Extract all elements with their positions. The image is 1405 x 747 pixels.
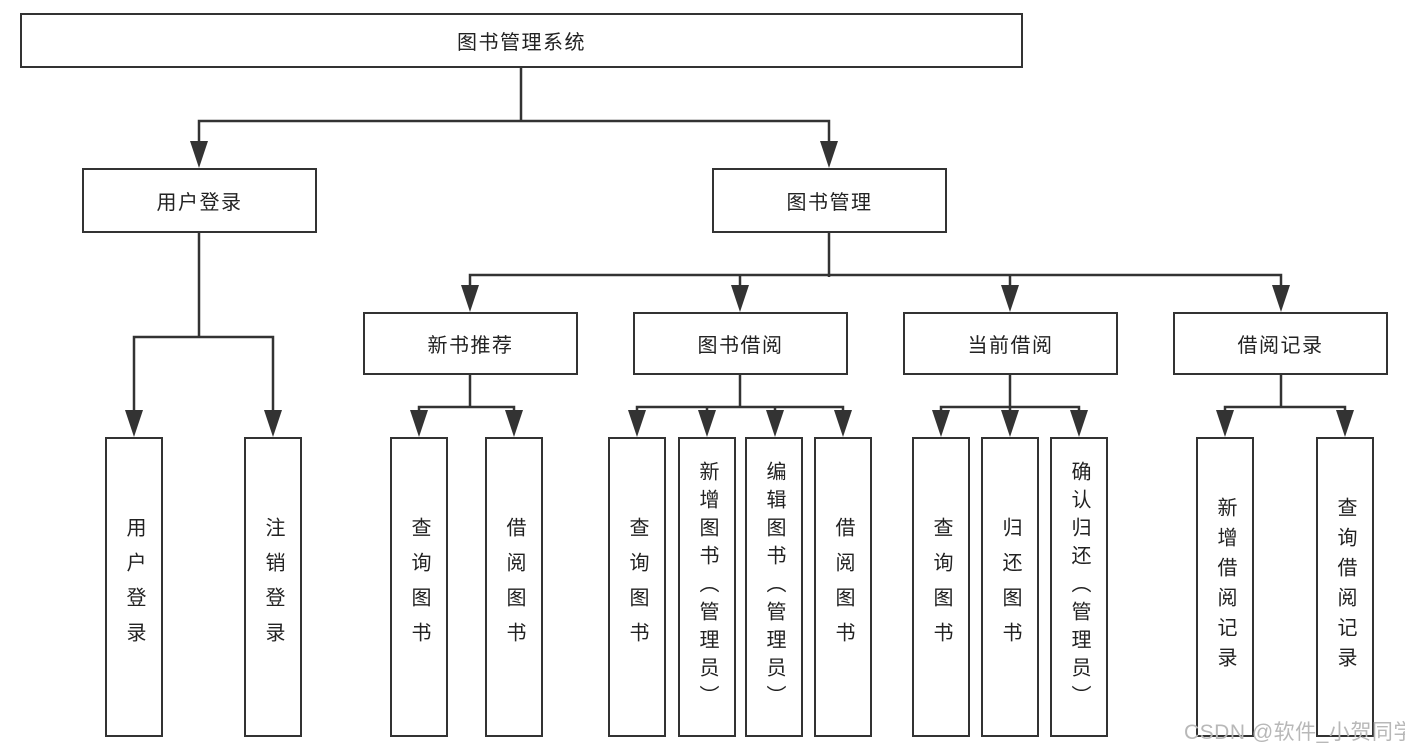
leaf-borrow-books: 借阅图书 (814, 437, 872, 737)
arrowhead-icon (1272, 285, 1290, 312)
node-current-borrowing: 当前借阅 (903, 312, 1118, 375)
leaf-label: 确认归还（管理员） (1068, 461, 1090, 713)
leaf-label: 用户登录 (123, 517, 145, 657)
leaf-return-books: 归还图书 (981, 437, 1039, 737)
leaf-query-borrow-record: 查询借阅记录 (1316, 437, 1374, 737)
node-new-book-recommend: 新书推荐 (363, 312, 578, 375)
arrowhead-icon (505, 410, 523, 437)
arrowhead-icon (1001, 410, 1019, 437)
leaf-label: 查询借阅记录 (1334, 497, 1356, 677)
arrowhead-icon (264, 410, 282, 437)
node-label: 用户登录 (156, 192, 243, 214)
arrowhead-icon (820, 141, 838, 168)
node-user-login: 用户登录 (82, 168, 317, 233)
node-label: 图书借阅 (697, 335, 784, 357)
arrowhead-icon (731, 285, 749, 312)
arrowhead-icon (125, 410, 143, 437)
arrowhead-icon (410, 410, 428, 437)
arrowhead-icon (932, 410, 950, 437)
leaf-add-books-admin: 新增图书（管理员） (678, 437, 736, 737)
node-label: 图书管理系统 (457, 32, 586, 54)
leaf-edit-books-admin: 编辑图书（管理员） (745, 437, 803, 737)
leaf-label: 借阅图书 (832, 517, 854, 657)
arrowhead-icon (1336, 410, 1354, 437)
leaf-borrow-books-recommend: 借阅图书 (485, 437, 543, 737)
watermark: CSDN @软件_小贺同学 (1184, 721, 1405, 744)
leaf-label: 借阅图书 (503, 517, 525, 657)
leaf-label: 查询图书 (408, 517, 430, 657)
leaf-label: 查询图书 (626, 517, 648, 657)
arrowhead-icon (834, 410, 852, 437)
arrowhead-icon (628, 410, 646, 437)
arrowhead-icons (125, 141, 1354, 437)
arrowhead-icon (1070, 410, 1088, 437)
node-label: 新书推荐 (427, 335, 514, 357)
leaf-logout: 注销登录 (244, 437, 302, 737)
arrowhead-icon (1001, 285, 1019, 312)
leaf-query-books-borrow: 查询图书 (608, 437, 666, 737)
arrowhead-icon (1216, 410, 1234, 437)
leaf-label: 新增图书（管理员） (696, 461, 718, 713)
node-book-borrowing: 图书借阅 (633, 312, 848, 375)
leaf-query-books-recommend: 查询图书 (390, 437, 448, 737)
node-label: 图书管理 (786, 192, 873, 214)
leaf-label: 归还图书 (999, 517, 1021, 657)
node-borrowing-records: 借阅记录 (1173, 312, 1388, 375)
leaf-confirm-return-admin: 确认归还（管理员） (1050, 437, 1108, 737)
connector-segments (132, 68, 1347, 412)
arrowhead-icon (766, 410, 784, 437)
arrowhead-icon (461, 285, 479, 312)
arrowhead-icon (190, 141, 208, 168)
leaf-label: 新增借阅记录 (1214, 497, 1236, 677)
node-book-management: 图书管理 (712, 168, 947, 233)
leaf-label: 注销登录 (262, 517, 284, 657)
arrowhead-icon (698, 410, 716, 437)
node-label: 当前借阅 (967, 335, 1054, 357)
leaf-add-borrow-record: 新增借阅记录 (1196, 437, 1254, 737)
node-root-library-system: 图书管理系统 (20, 13, 1023, 68)
leaf-label: 编辑图书（管理员） (763, 461, 785, 713)
leaf-user-login: 用户登录 (105, 437, 163, 737)
leaf-query-books-current: 查询图书 (912, 437, 970, 737)
node-label: 借阅记录 (1237, 335, 1324, 357)
leaf-label: 查询图书 (930, 517, 952, 657)
